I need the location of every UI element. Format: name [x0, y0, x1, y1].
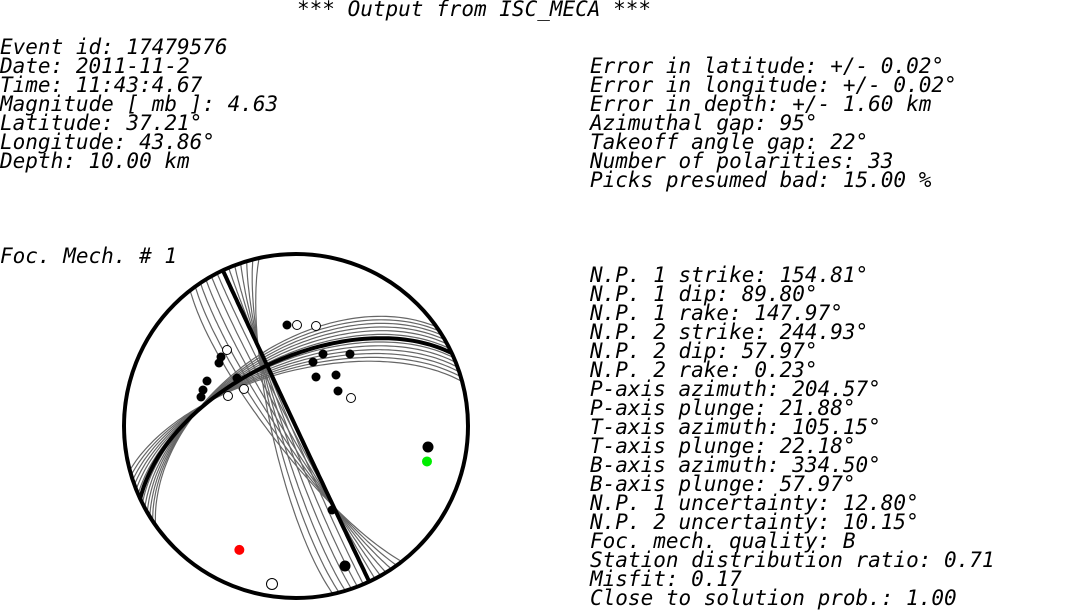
alt-plane-2 [149, 322, 443, 517]
quality-info-line: Error in longitude: +/- 0.02° [590, 73, 957, 97]
alt-plane-1 [251, 259, 340, 593]
mechanism-parameter-line: N.P. 1 dip: 89.80° [590, 282, 818, 306]
dilatation-polarity [222, 345, 232, 355]
alt-plane-1 [194, 286, 398, 566]
mechanism-parameter-line: N.P. 2 dip: 57.97° [590, 339, 818, 363]
t-axis-marker [421, 456, 432, 467]
event-info-line: Event id: 17479576 [0, 35, 228, 59]
compression-polarity [202, 376, 212, 386]
dilatation-polarity [239, 384, 249, 394]
quality-info-line: Azimuthal gap: 95° [590, 111, 818, 135]
compression-polarity [318, 349, 328, 359]
compression-polarity [308, 357, 318, 367]
alt-plane-2 [152, 319, 440, 522]
alt-plane-2 [130, 356, 462, 476]
alt-plane-1 [240, 263, 352, 590]
event-info-line: Date: 2011-11-2 [0, 54, 190, 78]
alt-plane-1 [228, 267, 364, 585]
mechanism-parameter-line: T-axis plunge: 22.18° [590, 434, 856, 458]
compression-polarity [196, 392, 206, 402]
quality-info-line: Error in latitude: +/- 0.02° [590, 54, 945, 78]
alt-plane-2 [135, 345, 457, 490]
mechanism-parameter-line: P-axis plunge: 21.88° [590, 396, 856, 420]
focal-sphere-outline [122, 252, 470, 600]
mechanism-parameter-line: T-axis azimuth: 105.15° [590, 415, 881, 439]
compression-polarity [331, 370, 341, 380]
compression-polarity [232, 373, 242, 383]
mechanism-parameter-line: N.P. 2 strike: 244.93° [590, 320, 869, 344]
dilatation-polarity [266, 578, 278, 590]
quality-info-line: Number of polarities: 33 [590, 149, 894, 173]
compression-polarity [333, 386, 343, 396]
dilatation-polarity [346, 393, 356, 403]
mechanism-parameter-line: Foc. mech. quality: B [590, 529, 856, 553]
mechanism-parameter-line: B-axis azimuth: 334.50° [590, 453, 881, 477]
mechanism-parameter-line: N.P. 1 uncertainty: 12.80° [590, 491, 919, 515]
alt-plane-1 [246, 261, 346, 592]
event-info-line: Magnitude [ mb ]: 4.63 [0, 92, 279, 116]
mechanism-parameter-line: Misfit: 0.17 [590, 567, 742, 591]
quality-info-line: Picks presumed bad: 15.00 % [590, 168, 932, 192]
compression-polarity [311, 372, 321, 382]
event-info-line: Depth: 10.00 km [0, 149, 190, 173]
compression-polarity [214, 358, 224, 368]
compression-polarity [327, 505, 337, 515]
event-info-line: Latitude: 37.21° [0, 111, 203, 135]
compression-polarity [422, 441, 434, 453]
station-polarities [196, 320, 434, 590]
dilatation-polarity [292, 320, 302, 330]
alt-plane-1 [189, 290, 403, 563]
alt-plane-1 [199, 282, 392, 570]
focal-mechanism-parameters: N.P. 1 strike: 154.81°N.P. 1 dip: 89.80°… [590, 263, 995, 610]
compression-polarity [198, 385, 208, 395]
event-info-line: Time: 11:43:4.67 [0, 73, 203, 97]
dilatation-polarity [223, 391, 233, 401]
compression-polarity [345, 349, 355, 359]
compression-polarity [339, 560, 351, 572]
mechanism-parameter-line: B-axis plunge: 57.97° [590, 472, 856, 496]
alt-plane-2 [129, 360, 463, 471]
page-title: *** Output from ISC_MECA *** [297, 0, 652, 21]
mechanism-parameter-line: Close to solution prob.: 1.00 [590, 586, 957, 610]
mechanism-parameter-line: N.P. 1 rake: 147.97° [590, 301, 843, 325]
alt-plane-1 [255, 257, 334, 595]
nodal-plane-2 [138, 336, 453, 500]
alt-plane-2 [154, 315, 437, 526]
alt-plane-1 [234, 265, 358, 587]
nodal-plane-1 [220, 269, 372, 583]
focal-mechanism-label: Foc. Mech. # 1 [0, 244, 178, 268]
dilatation-polarity [311, 321, 321, 331]
mechanism-parameter-line: N.P. 1 strike: 154.81° [590, 263, 869, 287]
quality-info-line: Takeoff angle gap: 22° [590, 130, 869, 154]
mechanism-parameter-line: Station distribution ratio: 0.71 [590, 548, 995, 572]
alt-plane-2 [133, 349, 458, 486]
mechanism-parameter-line: P-axis azimuth: 204.57° [590, 377, 881, 401]
event-info-line: Longitude: 43.86° [0, 130, 215, 154]
quality-info-line: Error in depth: +/- 1.60 km [590, 92, 932, 116]
best-nodal-planes [138, 269, 453, 583]
location-quality-block: Error in latitude: +/- 0.02°Error in lon… [590, 54, 957, 192]
alt-plane-2 [132, 352, 460, 481]
mechanism-parameter-line: N.P. 2 rake: 0.23° [590, 358, 818, 382]
mechanism-parameter-line: N.P. 2 uncertainty: 10.15° [590, 510, 919, 534]
p-axis-marker [234, 544, 245, 555]
compression-polarity [282, 320, 292, 330]
